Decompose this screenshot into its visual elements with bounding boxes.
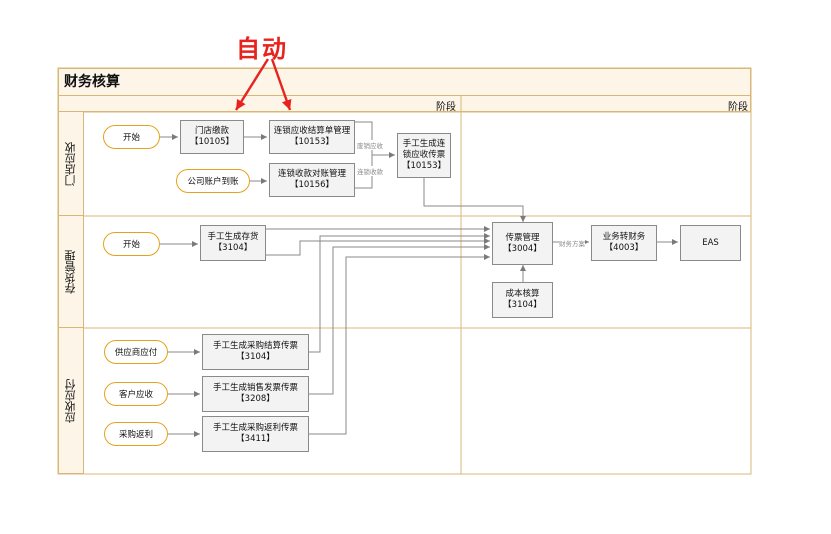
- voucher-mgmt-box[interactable]: 传票管理 【3004】: [492, 222, 553, 265]
- start-node-inventory[interactable]: 开始: [103, 232, 160, 256]
- store-payment-title: 门店缴款: [194, 126, 229, 136]
- manual-purchase-settle-code: 【3104】: [236, 352, 275, 362]
- manual-inventory-title: 手工生成存货: [207, 232, 259, 242]
- manual-sales-invoice-code: 【3208】: [236, 394, 275, 404]
- auto-annotation: 自动: [236, 35, 288, 63]
- manual-sales-invoice-title: 手工生成销售发票传票: [212, 383, 298, 393]
- company-account-node[interactable]: 公司账户到账: [176, 169, 250, 193]
- manual-purchase-settle-title: 手工生成采购结算传票: [212, 341, 298, 351]
- edge-label-receivable: 废销应收: [357, 140, 383, 150]
- manual-chain-voucher-box[interactable]: 手工生成连 锁应收传票 【10153】: [397, 133, 451, 178]
- manual-purchase-settle-box[interactable]: 手工生成采购结算传票 【3104】: [202, 334, 309, 370]
- voucher-mgmt-code: 【3004】: [503, 243, 542, 254]
- manual-inventory-box[interactable]: 手工生成存货 【3104】: [200, 225, 266, 261]
- store-payment-code: 【10105】: [189, 137, 235, 147]
- customer-recv-node[interactable]: 客户应收: [104, 382, 168, 406]
- cost-accounting-title: 成本核算: [505, 289, 540, 299]
- start-node-store[interactable]: 开始: [103, 125, 160, 149]
- diagram-title: 财务核算: [64, 74, 120, 90]
- cost-accounting-box[interactable]: 成本核算 【3104】: [492, 282, 553, 318]
- chain-recv-settle-code: 【10153】: [289, 137, 335, 147]
- chain-recv-settle-title: 连锁应收结算单管理: [273, 126, 351, 136]
- eas-box[interactable]: EAS: [680, 225, 741, 261]
- chain-recv-reconcile-box[interactable]: 连锁收款对账管理 【10156】: [269, 163, 355, 197]
- phase-label-1: 阶段: [436, 102, 456, 113]
- cost-accounting-code: 【3104】: [503, 300, 542, 310]
- manual-chain-voucher-line1: 手工生成连: [402, 139, 446, 149]
- manual-purchase-rebate-code: 【3411】: [236, 434, 275, 444]
- manual-chain-voucher-code: 【10153】: [401, 161, 447, 171]
- manual-sales-invoice-box[interactable]: 手工生成销售发票传票 【3208】: [202, 376, 309, 412]
- supplier-payable-node[interactable]: 供应商应付: [104, 340, 168, 364]
- purchase-rebate-node[interactable]: 采购返利: [104, 422, 168, 446]
- manual-chain-voucher-line2: 锁应收传票: [402, 150, 446, 160]
- biz-to-finance-title: 业务转财务: [602, 232, 646, 242]
- manual-purchase-rebate-box[interactable]: 手工生成采购返利传票 【3411】: [202, 416, 309, 452]
- manual-purchase-rebate-title: 手工生成采购返利传票: [212, 423, 298, 433]
- edge-label-receipt: 连锁收款: [357, 166, 383, 176]
- chain-recv-reconcile-code: 【10156】: [289, 180, 335, 190]
- edge-label-finance-plan: 财务方案: [559, 238, 585, 248]
- chain-recv-reconcile-title: 连锁收款对账管理: [277, 169, 346, 179]
- chain-recv-settle-box[interactable]: 连锁应收结算单管理 【10153】: [269, 120, 355, 154]
- lane-grid: [57, 67, 752, 475]
- biz-to-finance-box[interactable]: 业务转财务 【4003】: [591, 225, 657, 261]
- phase-label-2: 阶段: [728, 102, 748, 113]
- biz-to-finance-code: 【4003】: [604, 243, 644, 253]
- eas-label: EAS: [702, 237, 719, 248]
- manual-inventory-code: 【3104】: [213, 243, 253, 253]
- store-payment-box[interactable]: 门店缴款 【10105】: [180, 120, 244, 154]
- voucher-mgmt-title: 传票管理: [505, 232, 540, 243]
- auto-arrows: [234, 58, 292, 111]
